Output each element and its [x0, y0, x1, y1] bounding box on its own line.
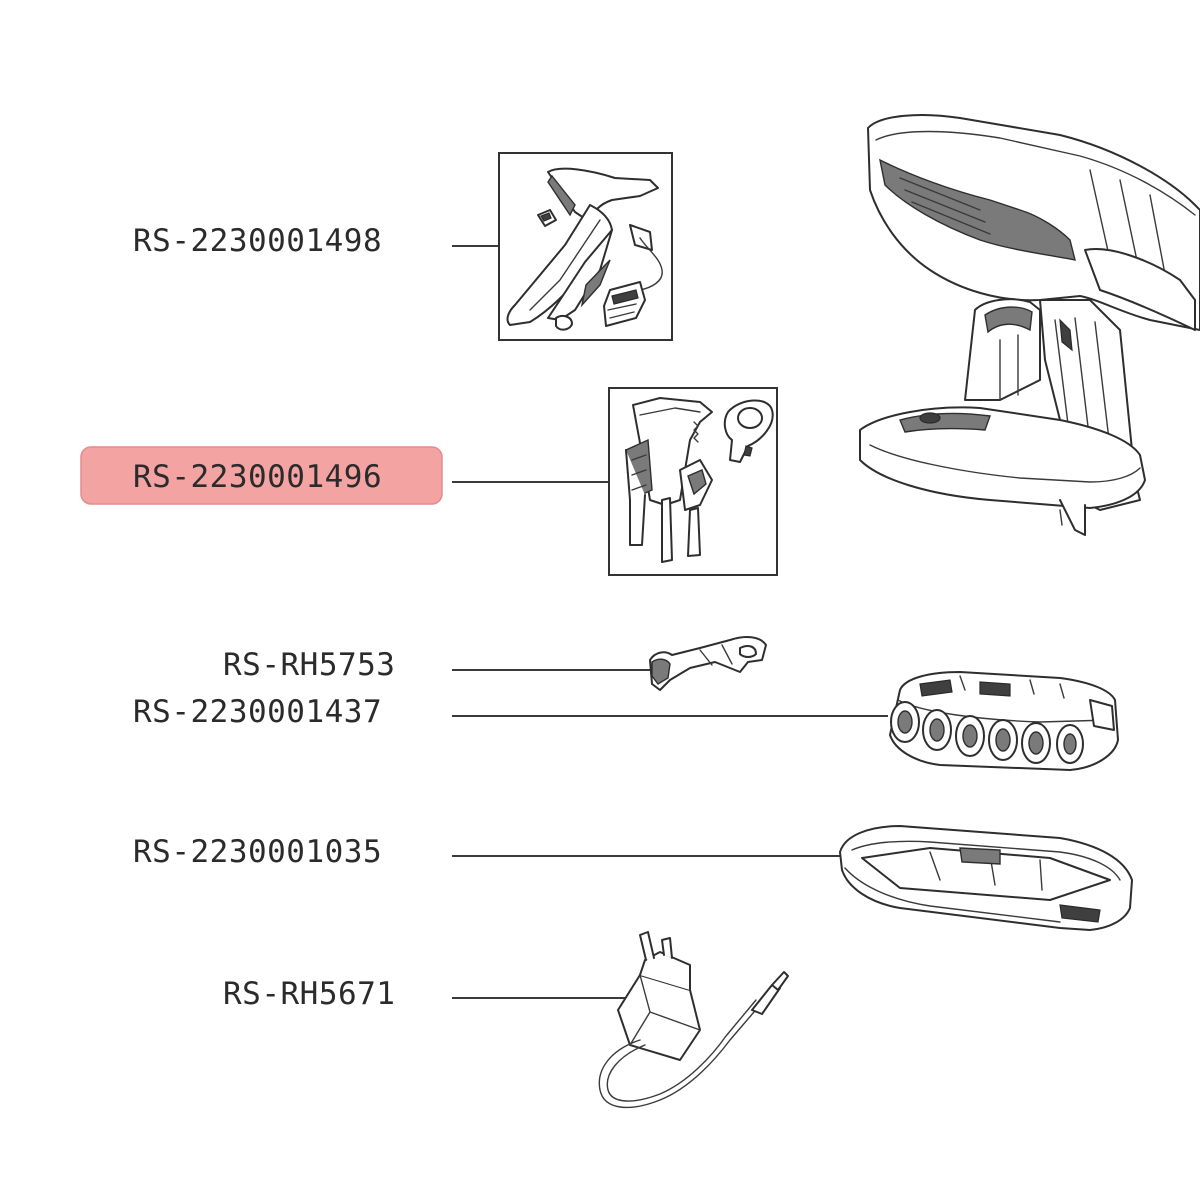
part-label: RS-2230001035 [133, 834, 382, 870]
motor-body-housing-icon [859, 114, 1200, 536]
part-label: RS-2230001498 [133, 223, 382, 259]
part-row-3: RS-RH5753 [223, 636, 767, 691]
part-row-2: RS-2230001496 [80, 387, 778, 576]
battery-cover-icon [839, 825, 1133, 931]
charger-adapter-icon [598, 931, 789, 1109]
part-row-4: RS-2230001437 [133, 671, 1119, 771]
switch-board-assembly-icon [625, 397, 774, 563]
handle-assembly-icon [506, 167, 663, 331]
battery-pack-icon [889, 671, 1119, 771]
part-row-6: RS-RH5671 [223, 931, 789, 1109]
part-label: RS-2230001437 [133, 694, 382, 730]
trigger-lever-icon [649, 636, 767, 691]
part-label: RS-RH5753 [223, 647, 395, 683]
part-row-1: RS-2230001498 [133, 152, 673, 341]
part-label-highlight [80, 446, 443, 505]
part-label: RS-RH5671 [223, 976, 395, 1012]
part-row-5: RS-2230001035 [133, 825, 1133, 931]
part-label: RS-2230001496 [133, 459, 382, 495]
